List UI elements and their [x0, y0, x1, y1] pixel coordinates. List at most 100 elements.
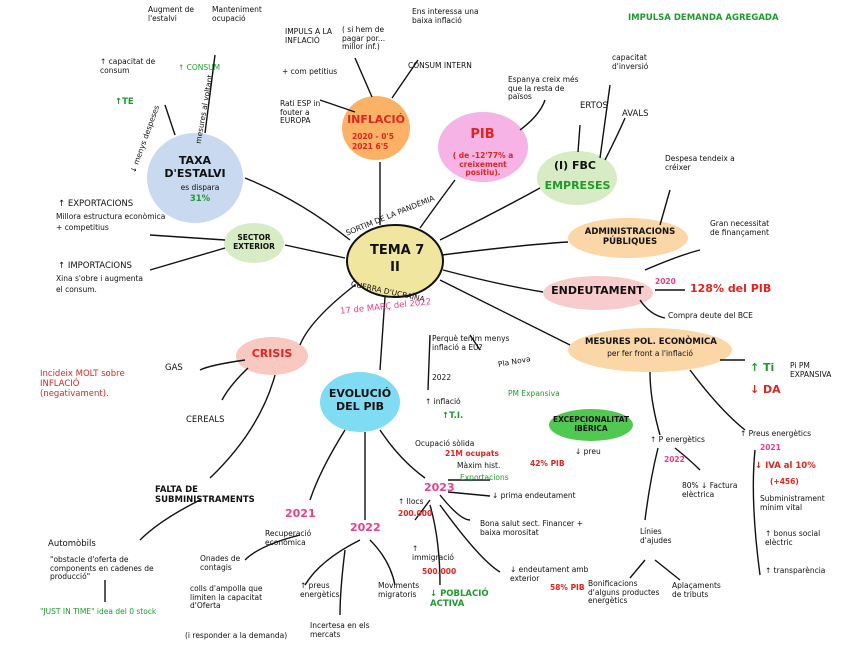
fbc-espanya: Espanya creix més que la resta de països	[508, 75, 579, 102]
evol-mov: Moviments migratoris	[378, 581, 420, 599]
inflq-q: Perquè tenim menys inflació a EU?	[432, 334, 510, 352]
taxa-te: ↑TE	[115, 97, 134, 107]
evol-preus: ↑ preus energètics	[300, 581, 340, 599]
evol-maxim: Màxim hist.	[457, 461, 501, 470]
evol-ocup: Ocupació sòlida	[415, 439, 475, 448]
sector-exports-det2: + competitius	[56, 223, 109, 232]
taxa-left-branch: Augment de l'estalvi	[148, 5, 195, 23]
evol-llocs-n: 200.000	[398, 509, 433, 518]
inflq-ti: ↑T.I.	[442, 411, 464, 421]
evol-exports: Exportacions	[460, 473, 509, 482]
taxa-value: 31%	[189, 194, 211, 204]
endeut-title: ENDEUTAMENT	[551, 284, 644, 297]
sector-imports: ↑ IMPORTACIONS	[58, 261, 132, 271]
center-blob	[346, 224, 444, 298]
evol-prima: ↓ prima endeutament	[492, 491, 576, 500]
mesures-transp: ↑ transparència	[765, 566, 826, 575]
fbc-title: (I) FBC	[554, 159, 596, 172]
sector-blob	[224, 223, 284, 263]
inflacio-increm: Ens interessa una baixa inflació	[412, 7, 479, 25]
mesures-title: MESURES POL. ECONÒMICA	[585, 337, 717, 347]
crisis-incid: Incideix MOLT sobre INFLACIÓ (negativame…	[40, 369, 125, 399]
excep-title: EXCEPCIONALITAT IBÈRICA	[553, 415, 629, 433]
fbc-demanda: IMPULSA DEMANDA AGREGADA	[628, 13, 779, 23]
admin-blob	[568, 218, 688, 258]
evol-recup: Recuperació econòmica	[265, 529, 312, 547]
evol-2023: 2023	[424, 481, 455, 494]
evol-resp: (i responder a la demanda)	[185, 631, 288, 640]
pib-blob	[438, 112, 528, 182]
taxa-blob	[147, 133, 243, 223]
evol-immig: ↑ immigració	[412, 544, 455, 562]
pib-title: PIB	[470, 127, 495, 142]
evol-bona: Bona salut sect. Financer + baixa morosi…	[480, 519, 583, 537]
endeut-pct: 128% del PIB	[690, 282, 772, 295]
taxa-title: TAXA D'ESTALVI	[164, 154, 226, 180]
taxa-capacitat: ↑ capacitat de consum	[100, 57, 156, 75]
sector-title: SECTOR EXTERIOR	[233, 233, 275, 251]
mesures-blob	[568, 328, 732, 372]
evol-onades: Onades de contagis	[200, 554, 241, 572]
mesures-aplaz: Aplaçaments de tributs	[672, 581, 721, 599]
falta-obst: "obstacle d'oferta de components en cade…	[50, 555, 154, 582]
mesures-factura: 80% ↓ Factura elèctrica	[682, 481, 738, 499]
endeut-bce: Compra deute del BCE	[668, 311, 753, 320]
endeut-blob	[543, 276, 653, 310]
admin-finan: Gran necessitat de finançament	[710, 219, 770, 237]
inflacio-2021: 2021 6'5	[352, 142, 389, 151]
connector-lines	[104, 54, 761, 616]
evol-incert: Incertesa en els mercats	[310, 621, 370, 639]
mesures-penerg: ↑ P energètics	[650, 435, 705, 444]
evol-ocup2: 21M ocupats	[445, 449, 499, 458]
mesures-bonus: ↑ bonus social elèctric	[765, 529, 821, 547]
evol-endeut-pct: 58% PIB	[550, 583, 585, 592]
inflacio-consum-intern: CONSUM INTERN	[408, 61, 472, 70]
admin-title: ADMINISTRACIONS PÚBLIQUES	[584, 227, 676, 247]
mesures-bonif: Bonificacions d'alguns productes energèt…	[588, 579, 660, 606]
mesures-da: ↓ DA	[750, 383, 781, 396]
center-title: TEMA 7	[370, 243, 425, 258]
evol-pct: 42% PIB	[530, 459, 565, 468]
evol-2022: 2022	[350, 521, 381, 534]
crisis-cereals: CEREALS	[186, 415, 225, 425]
mesures-2021: 2021	[760, 443, 781, 452]
fbc-blob	[537, 151, 617, 205]
inflacio-paren: ( si hem de pagar por... millor inf.)	[342, 25, 386, 52]
falta-auto: Automòbils	[48, 539, 96, 549]
mesures-preus: ↑ Preus energètics	[740, 429, 812, 438]
crisis-title: CRISIS	[251, 347, 293, 360]
inflq-infl: ↑ inflació	[425, 397, 461, 406]
mesures-sub: per fer front a l'inflació	[607, 349, 693, 358]
crisis-blob	[236, 337, 308, 375]
evol-pob: ↓ POBLACIÓ ACTIVA	[430, 589, 489, 609]
inflq-pm: PM Expansiva	[508, 389, 560, 398]
inflacio-2020: 2020 - 0'5	[352, 132, 394, 141]
evol-endeut: ↓ endeutament amb exterior	[510, 565, 589, 583]
evol-colls: colls d'ampolla que limiten la capacitat…	[190, 584, 263, 611]
taxa-right-branch: Manteniment ocupació	[212, 5, 262, 23]
sector-imports-det1: Xina s'obre i augmenta	[56, 274, 143, 283]
crisis-gas: GAS	[165, 363, 183, 373]
taxa-subtitle: es dispara	[180, 183, 220, 192]
admin-despesa: Despesa tendeix a créixer	[665, 154, 735, 172]
evol-llocs: ↑ llocs	[398, 497, 424, 506]
inflacio-rati: Rati ESP in fouter a EUROPA	[280, 99, 321, 126]
mesures-2022: 2022	[664, 455, 685, 464]
pib-detail: ( de -12'77% a creixement positiu).	[452, 151, 514, 178]
evol-blob	[320, 372, 400, 432]
mesures-ti: ↑ Ti	[750, 361, 775, 374]
center-number: II	[390, 260, 400, 275]
inflacio-title: INFLACIÓ	[347, 113, 405, 126]
mesures-pm: Pi PM EXPANSIVA	[790, 361, 832, 379]
fbc-ertos: ERTOS	[580, 101, 608, 111]
inflacio-blob	[342, 96, 410, 160]
excep-preu: ↓ preu	[575, 447, 601, 456]
evol-2021: 2021	[285, 507, 316, 520]
sector-exports-det1: Millora estructura econòmica	[56, 212, 166, 221]
mesures-subm: Subministrament mínim vital	[760, 494, 825, 512]
fbc-avals: AVALS	[622, 109, 649, 119]
falta-title: FALTA DE SUBMINISTRAMENTS	[155, 485, 255, 505]
mesures-linies: Línies d'ajudes	[640, 527, 672, 545]
inflq-2022: 2022	[432, 373, 452, 382]
